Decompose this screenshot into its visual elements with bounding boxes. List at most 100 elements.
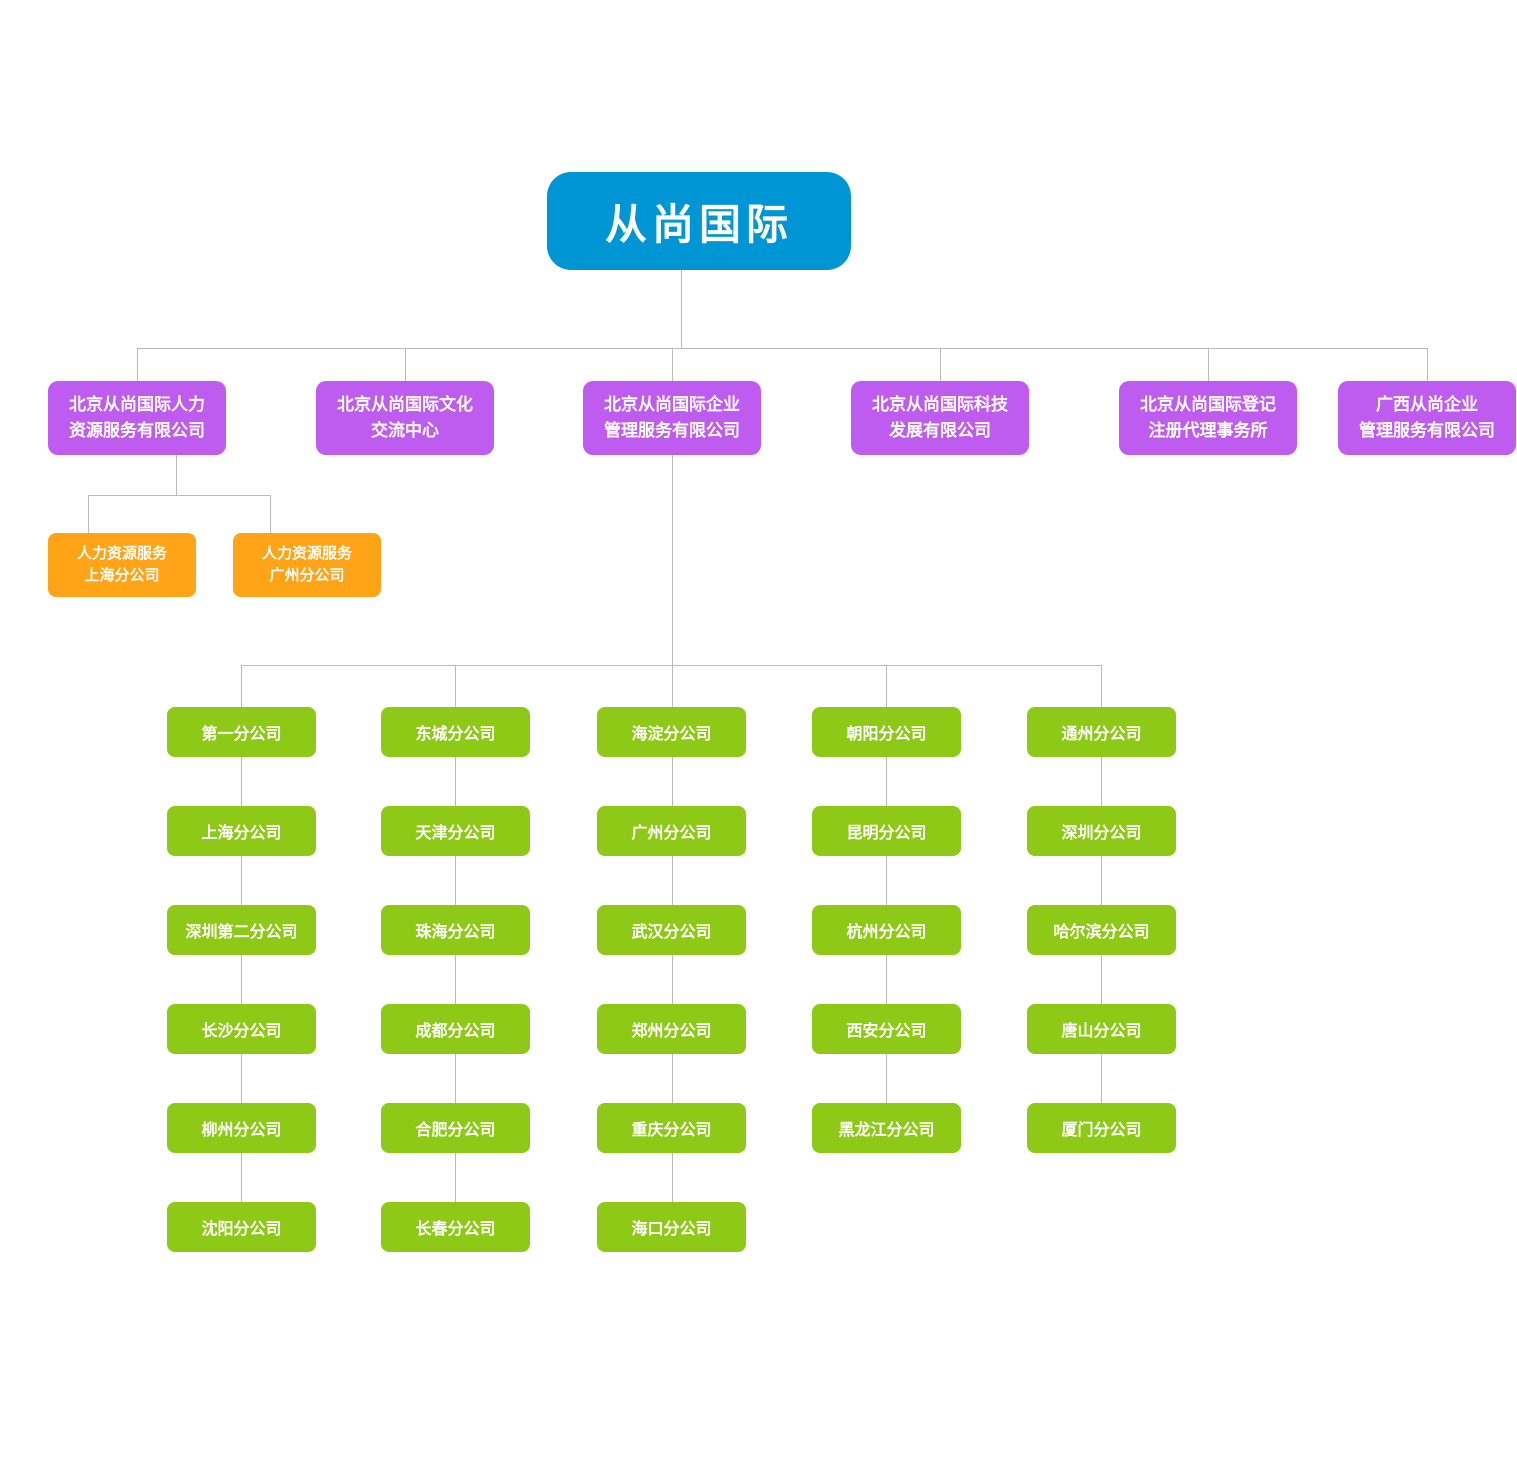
office-node-c4-r4[interactable]: 厦门分公司	[1027, 1103, 1176, 1153]
connector-chain	[672, 757, 673, 806]
node-label-line: 注册代理事务所	[1148, 421, 1268, 440]
office-node-c1-r4[interactable]: 合肥分公司	[381, 1103, 530, 1153]
node-label: 长沙分公司	[201, 1023, 282, 1040]
office-node-c1-r3[interactable]: 成都分公司	[381, 1004, 530, 1054]
connector-mgmt-rail	[241, 665, 1101, 666]
node-label: 朝阳分公司	[846, 726, 927, 743]
node-label-line: 人力资源服务	[261, 545, 352, 562]
node-label: 成都分公司	[415, 1023, 496, 1040]
office-node-c0-r1[interactable]: 上海分公司	[167, 806, 316, 856]
node-label: 第一分公司	[201, 726, 282, 743]
connector-stub	[88, 495, 89, 533]
office-node-c2-r1[interactable]: 广州分公司	[597, 806, 746, 856]
connector-chain	[672, 1054, 673, 1103]
node-beijing-tech-development[interactable]: 北京从尚国际科技 发展有限公司	[851, 381, 1029, 455]
connector-chain	[886, 955, 887, 1004]
office-node-c2-r4[interactable]: 重庆分公司	[597, 1103, 746, 1153]
node-beijing-enterprise-mgmt[interactable]: 北京从尚国际企业 管理服务有限公司	[583, 381, 761, 455]
node-label: 沈阳分公司	[201, 1221, 282, 1238]
office-node-c4-r0[interactable]: 通州分公司	[1027, 707, 1176, 757]
connector-stub	[241, 665, 242, 707]
node-label: 西安分公司	[846, 1023, 927, 1040]
node-label: 黑龙江分公司	[838, 1122, 935, 1139]
office-node-c2-r0[interactable]: 海淀分公司	[597, 707, 746, 757]
office-node-c3-r2[interactable]: 杭州分公司	[812, 905, 961, 955]
node-label-line: 发展有限公司	[889, 421, 991, 440]
connector-chain	[455, 1153, 456, 1202]
connector-stub	[672, 348, 673, 381]
office-node-c4-r3[interactable]: 唐山分公司	[1027, 1004, 1176, 1054]
node-label: 合肥分公司	[415, 1122, 496, 1139]
office-node-c3-r0[interactable]: 朝阳分公司	[812, 707, 961, 757]
office-node-c2-r3[interactable]: 郑州分公司	[597, 1004, 746, 1054]
node-guangxi-enterprise-mgmt[interactable]: 广西从尚企业 管理服务有限公司	[1338, 381, 1516, 455]
node-label: 厦门分公司	[1061, 1122, 1142, 1139]
node-label: 昆明分公司	[846, 825, 927, 842]
connector-level2-rail	[137, 348, 1427, 349]
node-label-line: 北京从尚国际文化	[337, 395, 473, 414]
connector-chain	[672, 856, 673, 905]
office-node-c4-r1[interactable]: 深圳分公司	[1027, 806, 1176, 856]
connector-stub	[1101, 665, 1102, 707]
node-hr-guangzhou-branch[interactable]: 人力资源服务 广州分公司	[233, 533, 381, 597]
connector-chain	[455, 1054, 456, 1103]
office-node-c0-r4[interactable]: 柳州分公司	[167, 1103, 316, 1153]
office-node-c0-r3[interactable]: 长沙分公司	[167, 1004, 316, 1054]
node-label: 柳州分公司	[201, 1122, 282, 1139]
connector-hr-rail	[88, 495, 270, 496]
node-beijing-culture-center[interactable]: 北京从尚国际文化 交流中心	[316, 381, 494, 455]
connector-chain	[1101, 856, 1102, 905]
office-node-c3-r4[interactable]: 黑龙江分公司	[812, 1103, 961, 1153]
office-node-c1-r0[interactable]: 东城分公司	[381, 707, 530, 757]
office-node-c0-r0[interactable]: 第一分公司	[167, 707, 316, 757]
office-node-c3-r1[interactable]: 昆明分公司	[812, 806, 961, 856]
node-label-line: 管理服务有限公司	[1359, 421, 1495, 440]
node-label: 哈尔滨分公司	[1053, 924, 1150, 941]
node-label-line: 北京从尚国际企业	[604, 395, 740, 414]
connector-stub	[270, 495, 271, 533]
connector-stub	[405, 348, 406, 381]
connector-hr-parent-stub	[176, 455, 177, 495]
node-label: 唐山分公司	[1061, 1023, 1142, 1040]
node-beijing-registration-agency[interactable]: 北京从尚国际登记 注册代理事务所	[1119, 381, 1297, 455]
node-label-line: 广州分公司	[269, 567, 345, 584]
node-label: 上海分公司	[201, 825, 282, 842]
connector-chain	[241, 856, 242, 905]
node-hr-shanghai-branch[interactable]: 人力资源服务 上海分公司	[48, 533, 196, 597]
connector-chain	[886, 1054, 887, 1103]
office-node-c1-r2[interactable]: 珠海分公司	[381, 905, 530, 955]
connector-mgmt-parent-stub	[672, 455, 673, 665]
connector-chain	[455, 856, 456, 905]
office-node-c2-r5[interactable]: 海口分公司	[597, 1202, 746, 1252]
node-label: 武汉分公司	[631, 924, 712, 941]
office-node-c4-r2[interactable]: 哈尔滨分公司	[1027, 905, 1176, 955]
node-label-line: 北京从尚国际科技	[872, 395, 1008, 414]
node-beijing-hr-company[interactable]: 北京从尚国际人力 资源服务有限公司	[48, 381, 226, 455]
connector-stub	[137, 348, 138, 381]
connector-chain	[672, 955, 673, 1004]
node-label-line: 上海分公司	[84, 567, 160, 584]
connector-stub	[886, 665, 887, 707]
node-label-line: 人力资源服务	[76, 545, 167, 562]
node-label-line: 北京从尚国际人力	[69, 395, 205, 414]
office-node-c0-r5[interactable]: 沈阳分公司	[167, 1202, 316, 1252]
node-label-line: 北京从尚国际登记	[1140, 395, 1276, 414]
office-node-c1-r5[interactable]: 长春分公司	[381, 1202, 530, 1252]
connector-chain	[1101, 1054, 1102, 1103]
node-label: 从尚国际	[604, 200, 793, 248]
node-label-line: 交流中心	[371, 421, 439, 440]
office-node-c3-r3[interactable]: 西安分公司	[812, 1004, 961, 1054]
node-label-line: 管理服务有限公司	[604, 421, 740, 440]
office-node-c2-r2[interactable]: 武汉分公司	[597, 905, 746, 955]
node-label-line: 资源服务有限公司	[69, 421, 205, 440]
connector-chain	[1101, 955, 1102, 1004]
connector-stub	[455, 665, 456, 707]
connector-chain	[241, 955, 242, 1004]
node-label: 郑州分公司	[631, 1023, 712, 1040]
office-node-c0-r2[interactable]: 深圳第二分公司	[167, 905, 316, 955]
office-node-c1-r1[interactable]: 天津分公司	[381, 806, 530, 856]
node-root[interactable]: 从尚国际	[547, 172, 851, 270]
connector-stub	[1208, 348, 1209, 381]
connector-stub	[940, 348, 941, 381]
